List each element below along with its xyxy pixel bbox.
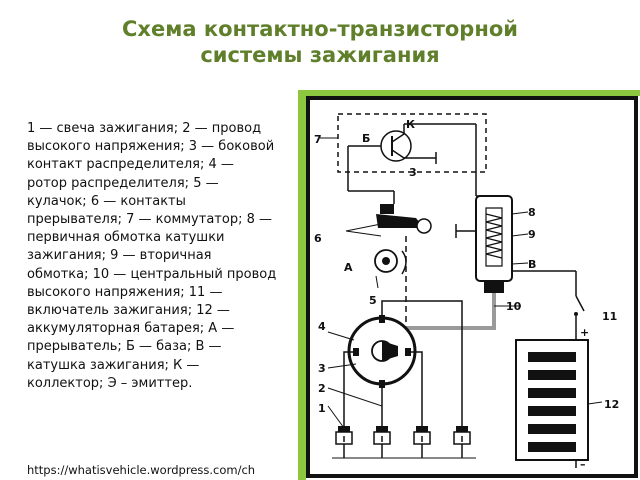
label-minus: – <box>580 458 586 471</box>
label-12: 12 <box>604 398 619 411</box>
transistor <box>380 130 412 162</box>
breaker-contacts <box>376 214 424 228</box>
ignition-coil <box>475 195 513 282</box>
label-9: 9 <box>528 228 536 241</box>
label-5: 5 <box>369 294 377 307</box>
title-line-2: системы зажигания <box>200 43 440 67</box>
central-hv-wire <box>406 293 496 330</box>
label-k: К <box>406 118 415 131</box>
legend-text: 1 — свеча зажигания; 2 — провод высокого… <box>27 121 277 391</box>
label-4: 4 <box>318 320 326 333</box>
title-line-1: Схема контактно-транзисторной <box>122 17 518 41</box>
label-3-top: 3 <box>409 166 417 179</box>
label-7: 7 <box>314 133 322 146</box>
label-2: 2 <box>318 382 326 395</box>
label-v: В <box>528 258 536 271</box>
commutator-box <box>337 113 487 173</box>
spark-plug-2 <box>373 426 391 458</box>
label-11: 11 <box>602 310 617 323</box>
label-1: 1 <box>318 402 326 415</box>
ignition-diagram: К Б 3 7 6 А 5 8 9 В 10 11 4 3 2 1 12 + – <box>306 96 640 480</box>
label-plus: + <box>580 326 589 339</box>
label-3: 3 <box>318 362 326 375</box>
slide-title: Схема контактно-транзисторной системы за… <box>0 16 640 68</box>
source-link[interactable]: https://whatisvehicle.wordpress.com/ch <box>27 463 256 477</box>
label-10: 10 <box>506 300 522 313</box>
spark-plug-4 <box>453 426 471 458</box>
label-8: 8 <box>528 206 536 219</box>
spark-plug-1 <box>335 426 353 458</box>
label-6: 6 <box>314 232 322 245</box>
spark-plug-3 <box>413 426 431 458</box>
label-a: А <box>344 261 353 274</box>
label-b-base: Б <box>362 132 370 145</box>
diagram-border <box>306 96 638 478</box>
